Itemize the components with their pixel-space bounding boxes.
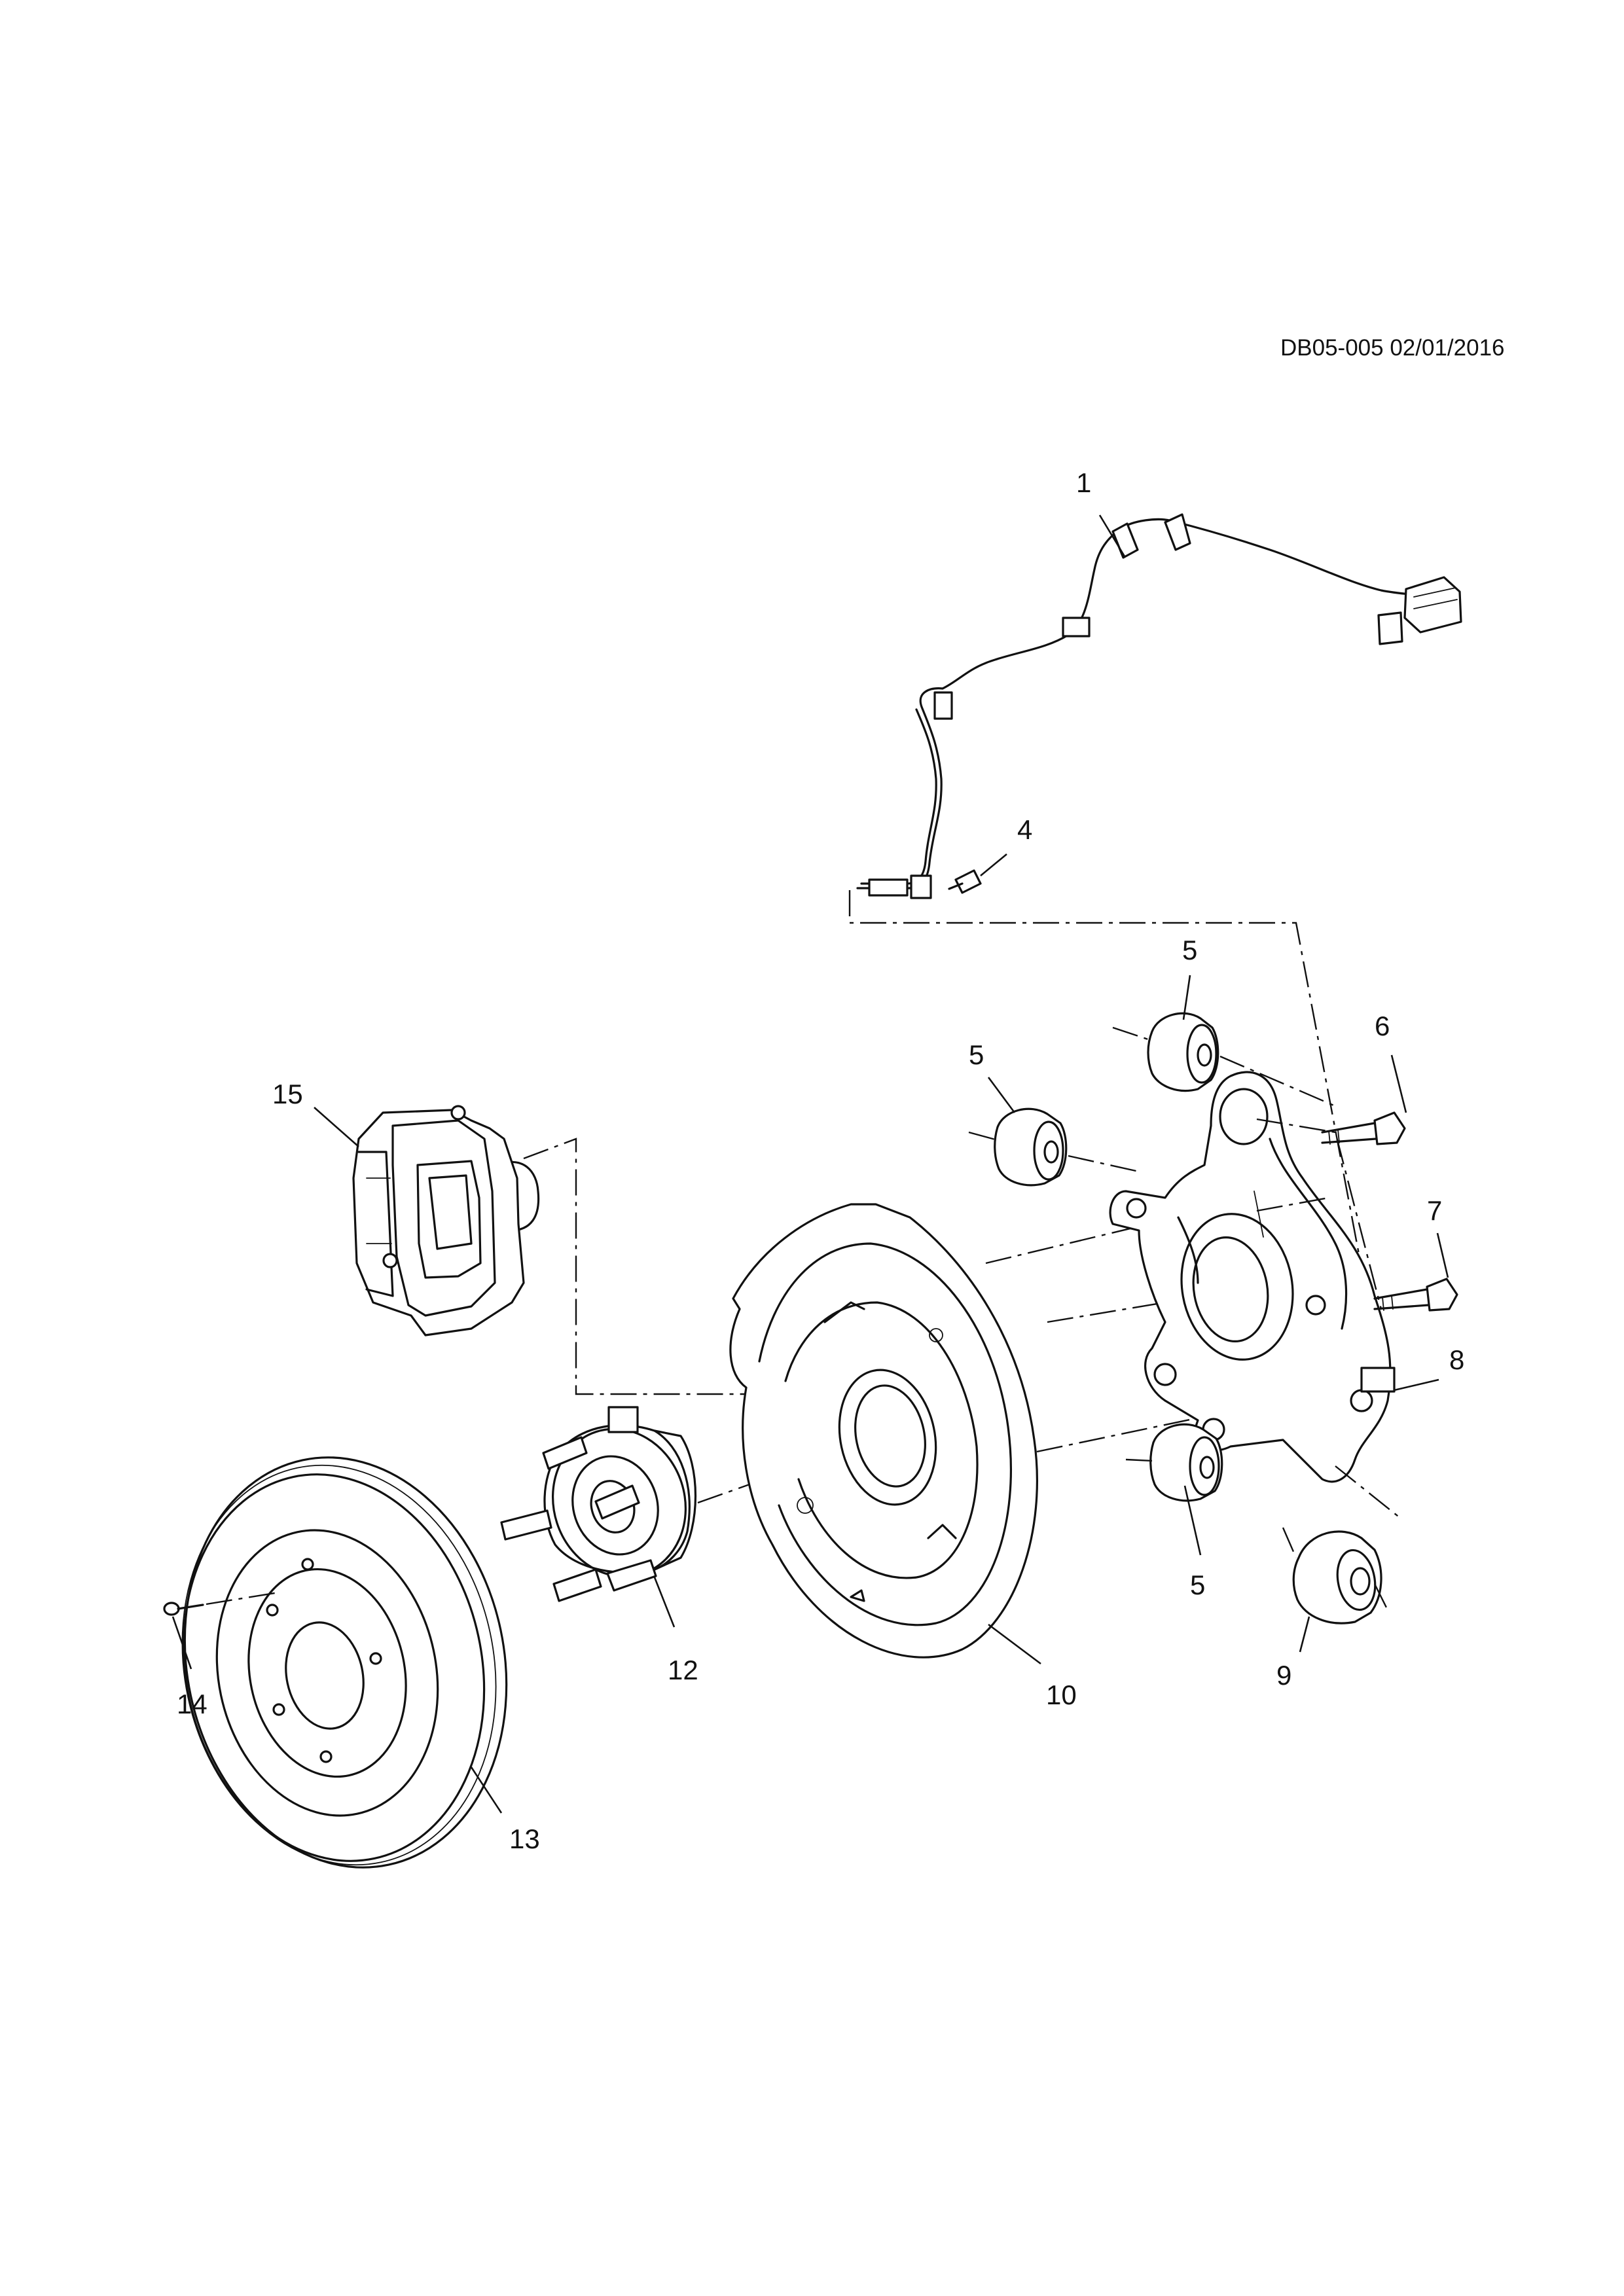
callout-5-lower: 5 — [1190, 1570, 1205, 1600]
callout-7: 7 — [1427, 1195, 1442, 1226]
diagram-reference: DB05-005 02/01/2016 — [1280, 335, 1505, 361]
brake-rotor — [181, 1456, 508, 1869]
brake-caliper — [352, 1105, 540, 1336]
callout-10: 10 — [1046, 1679, 1077, 1710]
callout-13: 13 — [509, 1823, 540, 1854]
bushing-upper — [1147, 1012, 1219, 1092]
knuckle-bushing — [1292, 1530, 1382, 1624]
hub-bearing — [500, 1406, 696, 1602]
wheel-speed-sensor-harness — [856, 513, 1462, 899]
callout-8: 8 — [1449, 1344, 1464, 1375]
bushing-lower — [1149, 1423, 1223, 1502]
bushing-middle — [994, 1107, 1068, 1187]
callout-14: 14 — [177, 1689, 208, 1719]
callout-1: 1 — [1076, 467, 1091, 498]
sensor-centerline — [848, 890, 1369, 1303]
knuckle-bolt-upper — [1321, 1111, 1406, 1145]
callout-6: 6 — [1375, 1011, 1390, 1041]
rotor-screw — [163, 1602, 204, 1616]
callout-4: 4 — [1017, 814, 1032, 845]
caliper-centerline — [523, 1138, 745, 1395]
callout-12: 12 — [668, 1655, 698, 1685]
callout-15: 15 — [272, 1079, 303, 1109]
sensor-connector-icon — [868, 878, 909, 897]
callout-5-middle: 5 — [969, 1039, 984, 1070]
knuckle-bolt-lower — [1373, 1278, 1458, 1312]
brake-backing-plate — [729, 1203, 1039, 1659]
steering-knuckle — [1109, 1071, 1396, 1483]
callout-9: 9 — [1276, 1660, 1291, 1691]
callout-5-upper: 5 — [1182, 935, 1197, 965]
leader-lines — [171, 514, 1449, 1814]
sensor-bolt — [948, 869, 982, 894]
